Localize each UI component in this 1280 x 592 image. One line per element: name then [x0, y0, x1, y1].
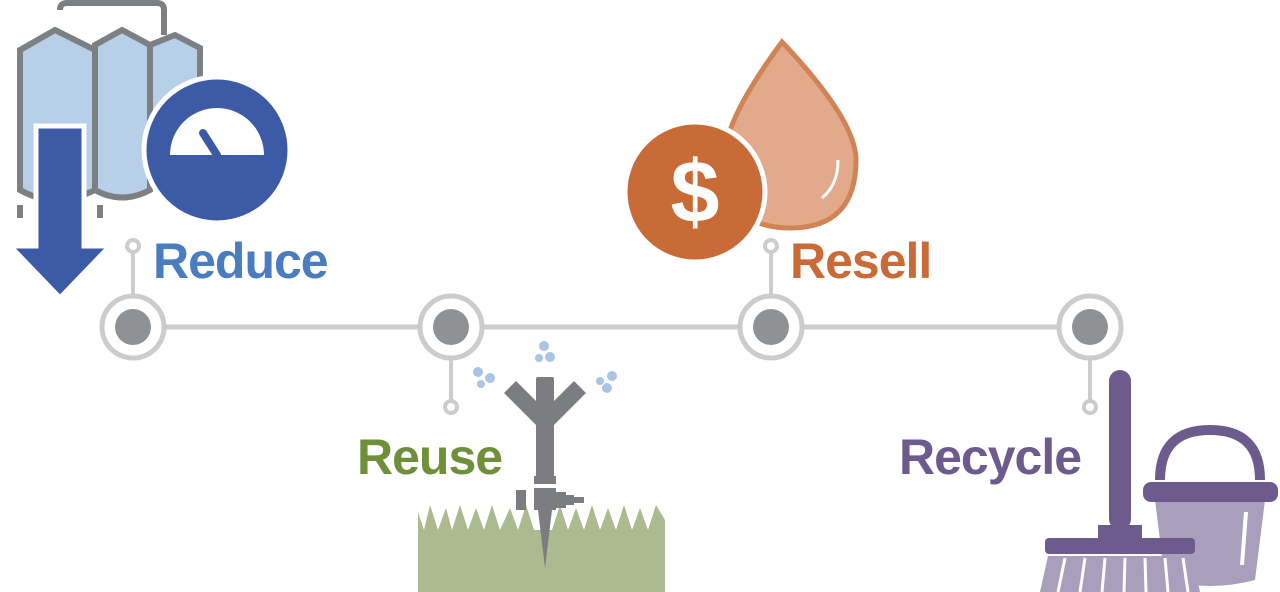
water-drops-icon — [473, 341, 617, 393]
coin-icon: $ — [622, 119, 768, 265]
label-resell: Resell — [790, 233, 932, 289]
node-resell — [737, 293, 805, 361]
node-reuse — [417, 293, 485, 361]
broom-icon — [1040, 370, 1200, 592]
dollar-sign: $ — [671, 142, 720, 241]
label-recycle: Recycle — [899, 429, 1082, 485]
label-reuse: Reuse — [357, 429, 503, 485]
node-reduce — [99, 293, 167, 361]
node-recycle — [1056, 293, 1124, 361]
down-arrow-icon — [4, 123, 116, 302]
gauge-icon — [141, 74, 293, 226]
grass-icon — [418, 505, 665, 592]
sprinkler-icon — [504, 377, 586, 568]
label-reduce: Reduce — [153, 233, 329, 289]
